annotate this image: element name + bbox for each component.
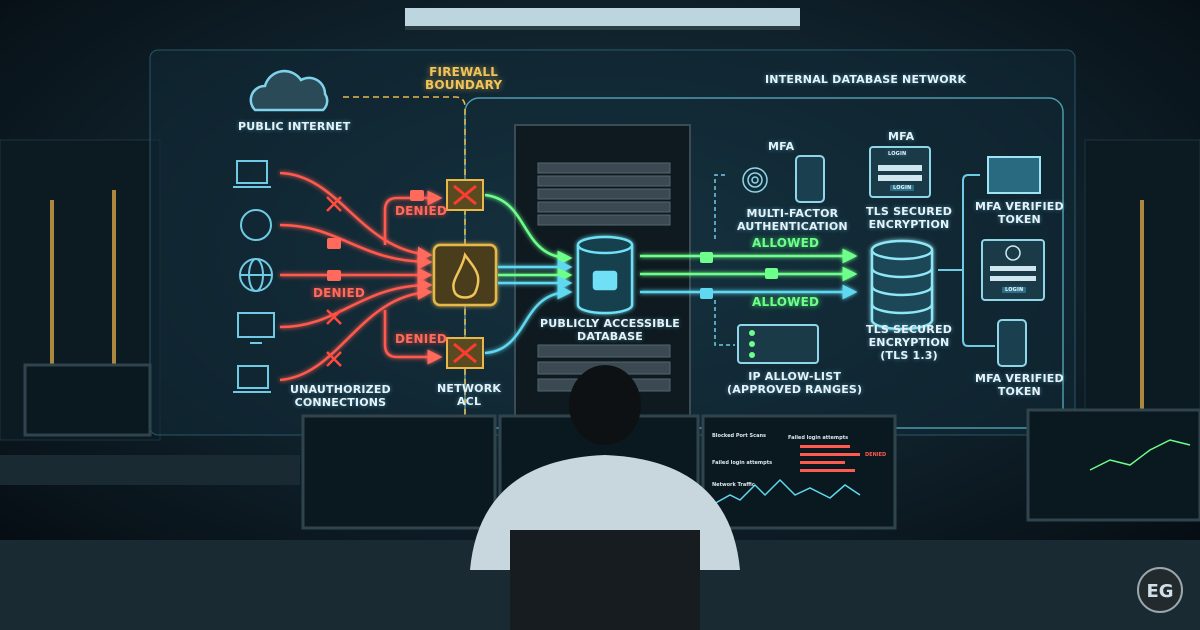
- network-traffic-title: Network Traffic: [712, 482, 755, 488]
- lock-icon-cyan: [700, 288, 713, 299]
- allowed-connections: [484, 193, 858, 355]
- label-line: (TLS 1.3): [880, 349, 938, 362]
- label-line: NETWORK: [437, 382, 502, 395]
- firewall-boundary-line: [343, 96, 466, 420]
- blocked-x-icons: [326, 196, 342, 367]
- side-login-button: LOGIN: [1002, 287, 1027, 293]
- ip-allow-list-icon: [737, 324, 819, 364]
- ceiling-light: [405, 8, 800, 28]
- label-line: PUBLICLY ACCESSIBLE: [540, 317, 680, 330]
- blocked-scans-title: Blocked Port Scans: [712, 433, 766, 439]
- mfa-left-title: MFA: [768, 140, 795, 153]
- label-line: TLS SECURED: [866, 323, 953, 336]
- failed-logins-title: Failed login attempts: [712, 460, 773, 466]
- phone-icon: [795, 155, 825, 203]
- public-internet-label: PUBLIC INTERNET: [238, 120, 351, 133]
- label-line: MULTI-FACTOR: [746, 207, 839, 220]
- label-line: CONNECTIONS: [294, 396, 387, 409]
- login-panel-label: LOGIN: [888, 151, 907, 157]
- internal-network-label: INTERNAL DATABASE NETWORK: [765, 73, 967, 86]
- label-line: MFA VERIFIED: [975, 200, 1064, 213]
- lock-icons-green: [700, 252, 778, 279]
- denied-middle-label: DENIED: [313, 286, 366, 300]
- network-acl-top: [446, 179, 484, 211]
- eg-logo: EG: [1137, 567, 1183, 613]
- denied-top-label: DENIED: [395, 204, 448, 218]
- right-server-racks: [1084, 139, 1200, 441]
- label-line: FIREWALL: [429, 65, 499, 79]
- network-acl-bottom: [446, 337, 484, 369]
- allowed-top-label: ALLOWED: [752, 236, 820, 250]
- login-panel-button: LOGIN: [890, 185, 915, 191]
- denied-bottom-label: DENIED: [395, 332, 448, 346]
- label-line: TLS SECURED: [866, 205, 953, 218]
- denied-badge: DENIED: [865, 452, 887, 458]
- label-line: UNAUTHORIZED: [290, 383, 391, 396]
- fingerprint-icon: [742, 167, 768, 193]
- monitor-icon: [237, 312, 275, 344]
- public-database-icon: [576, 235, 634, 315]
- hacker-globe-icon: [240, 209, 272, 241]
- login-panel-icon: [869, 146, 931, 198]
- internal-database-icon: [870, 239, 934, 331]
- label-line: IP ALLOW-LIST: [748, 370, 842, 383]
- laptop-cursor-icon: [233, 365, 271, 393]
- globe-icon: [239, 258, 273, 292]
- label-line: DATABASE: [577, 330, 643, 343]
- label-line: TOKEN: [997, 213, 1041, 226]
- label-line: TOKEN: [997, 385, 1041, 398]
- label-line: ENCRYPTION: [868, 336, 950, 349]
- cloud-icon: [249, 69, 329, 112]
- allowed-bottom-label: ALLOWED: [752, 295, 820, 309]
- label-line: MFA VERIFIED: [975, 372, 1064, 385]
- label-line: AUTHENTICATION: [737, 220, 848, 233]
- ip-allow-list-label: IP ALLOW-LIST(APPROVED RANGES): [727, 370, 862, 396]
- denied-connections: [279, 171, 443, 382]
- svg-text:EG: EG: [1146, 581, 1173, 602]
- token-bracket: [938, 174, 995, 347]
- certificate-icon: [987, 156, 1041, 194]
- phone-fingerprint-icon: [997, 319, 1027, 367]
- failed-logins-chart-title: Failed login attempts: [788, 435, 849, 441]
- laptop-icon: [233, 160, 271, 188]
- operator-silhouette: [470, 365, 740, 630]
- label-line: BOUNDARY: [425, 78, 503, 92]
- label-line: ACL: [456, 395, 482, 408]
- label-line: ENCRYPTION: [868, 218, 950, 231]
- firewall-icon: [432, 243, 498, 307]
- lock-icons-red: [327, 190, 424, 281]
- label-line: (APPROVED RANGES): [727, 383, 863, 396]
- mfa-center-title: MFA: [888, 130, 915, 143]
